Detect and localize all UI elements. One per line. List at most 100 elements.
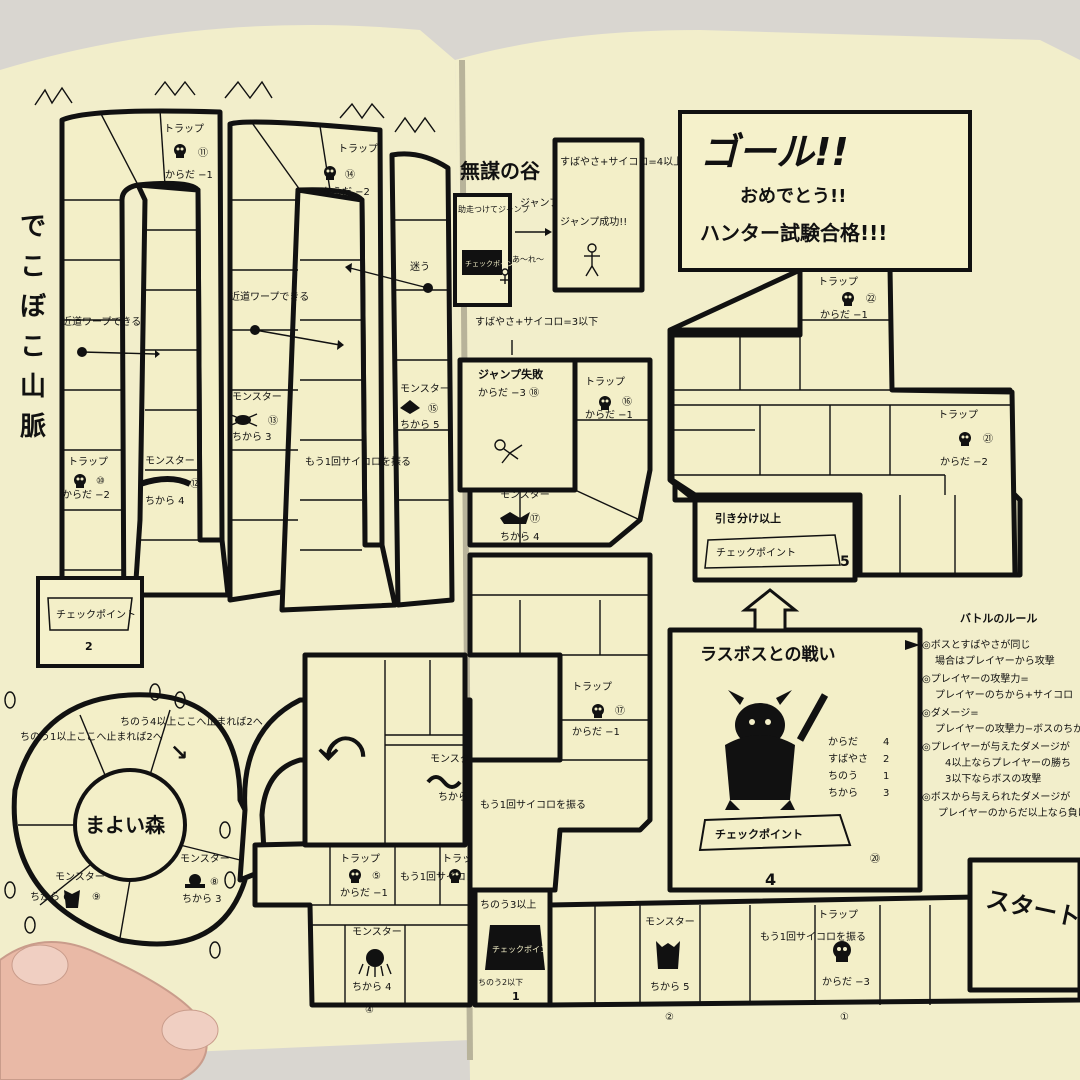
thumbnail-nail [161, 1009, 219, 1051]
mountain-title-c2: ぼ [20, 292, 47, 322]
arrow-up-icon [740, 588, 800, 632]
svg-text:トラップ: トラップ [572, 681, 612, 693]
mountain-title-c4: 山 [20, 372, 46, 402]
svg-text:モンスター: モンスター [430, 753, 480, 765]
svg-text:ちから 6: ちから 6 [30, 891, 70, 903]
svg-text:トラップ: トラップ [818, 276, 858, 288]
svg-text:からだ −1: からだ −1 [820, 309, 868, 321]
svg-text:からだ −2: からだ −2 [940, 456, 988, 468]
svg-text:モンスター: モンスター [232, 391, 282, 403]
svg-text:トラップ: トラップ [68, 456, 108, 468]
square-shortcut-a: 近道ワープできる [62, 315, 160, 358]
worm-icon [139, 476, 192, 487]
square-reroll-c: もう1回サイコロを振る [480, 798, 586, 811]
square-monster-9: モンスター ⑨ ちから 6 [30, 871, 105, 908]
valley-title: 無謀の谷 [460, 159, 541, 183]
imp-icon [400, 400, 420, 414]
square-number-2: ② [665, 1012, 674, 1023]
mountain-title-c0: で [20, 212, 46, 242]
skull-icon [174, 144, 186, 158]
svg-text:⤺: ⤺ [318, 720, 366, 771]
svg-text:4: 4 [883, 737, 889, 748]
svg-text:トラップ: トラップ [340, 853, 380, 865]
svg-text:⑬: ⑬ [268, 415, 278, 427]
svg-text:助走つけてジャンプ: 助走つけてジャンプ [458, 204, 529, 214]
skull-icon [449, 869, 461, 883]
svg-text:モンスター: モンスター [352, 926, 402, 938]
svg-text:⑧: ⑧ [210, 877, 219, 888]
svg-text:2: 2 [85, 640, 93, 653]
snail-icon [185, 874, 205, 888]
square-trap-10: トラップ ⑩ からだ −2 [62, 456, 110, 501]
battle-rule-line: ◎ボスとすばやさが同じ [922, 638, 1030, 651]
checkpoint-2: チェックポイント 2 [36, 576, 144, 668]
svg-text:チェックポイント: チェックポイント [715, 827, 803, 841]
goal-line2: ハンター試験合格!!! [700, 221, 887, 245]
svg-text:チェックポイント: チェックポイント [716, 547, 796, 559]
svg-text:チェックポイント: チェックポイント [492, 945, 556, 954]
square-monster-13: モンスター ⑬ ちから 3 [228, 391, 282, 443]
svg-text:からだ −3 ⑱: からだ −3 ⑱ [478, 387, 539, 399]
svg-text:すばやさ: すばやさ [828, 753, 868, 765]
svg-text:⑤: ⑤ [372, 871, 381, 882]
svg-text:ジャンプ失敗: ジャンプ失敗 [478, 367, 544, 381]
mountain-doodles [34, 80, 436, 134]
svg-text:モンスター: モンスター [55, 871, 105, 883]
svg-text:ちのう1以上ここへ止まれば2へ: ちのう1以上ここへ止まれば2へ [20, 731, 163, 743]
goal-panel: ゴール!! おめでとう!! ハンター試験合格!!! [678, 110, 972, 272]
svg-text:3: 3 [883, 788, 889, 799]
skull-icon [833, 941, 851, 962]
svg-text:ちから 5: ちから 5 [400, 419, 440, 431]
stick-figure-icon [584, 243, 600, 277]
svg-text:⑫: ⑫ [190, 478, 200, 490]
square-lost: 迷う [345, 261, 433, 293]
svg-text:引き分け以上: 引き分け以上 [715, 511, 781, 525]
svg-text:5: 5 [840, 554, 850, 570]
svg-text:からだ −1: からだ −1 [585, 409, 633, 421]
svg-text:⑨: ⑨ [92, 892, 101, 903]
worm-icon [426, 775, 462, 789]
battle-rule-line: 場合はプレイヤーから攻撃 [935, 654, 1055, 667]
square-trap-14: トラップ ⑭ からだ −2 [322, 143, 378, 198]
svg-text:近道ワープできる: 近道ワープできる [230, 290, 309, 303]
skull-icon [74, 474, 86, 488]
svg-text:からだ −1: からだ −1 [165, 169, 213, 181]
imp-icon [500, 512, 530, 524]
svg-text:からだ −1: からだ −1 [340, 887, 388, 899]
checkpoint-5: 引き分け以上 チェックポイント 5 [692, 497, 858, 583]
svg-text:モンスター: モンスター [180, 853, 230, 865]
mountain-track [59, 108, 455, 643]
square-reroll-d: もう1回サイコロを振る [760, 930, 866, 943]
battle-rule-line: プレイヤーのからだ以上なら負け [938, 807, 1080, 819]
square-trap-11: トラップ ⑪ からだ −1 [164, 123, 213, 181]
svg-text:あ〜れ〜: あ〜れ〜 [512, 255, 544, 264]
svg-text:㉒: ㉒ [866, 293, 876, 305]
svg-text:ちのう4以上ここへ止まれば2へ: ちのう4以上ここへ止まれば2へ [120, 716, 263, 728]
square-reroll-a: もう1回サイコロを振る [305, 455, 411, 468]
svg-text:ちから 4: ちから 4 [145, 495, 185, 507]
svg-text:⑮: ⑮ [428, 403, 438, 415]
forest-spiral: まよい森 ちのう1以上ここへ止まれば2へ ちのう4以上ここへ止まれば2へ モンス… [11, 692, 473, 947]
svg-text:近道ワープできる: 近道ワープできる [62, 315, 141, 328]
right-winding-track: トラップ ⑯ からだ −1 モンスター ⑰ ちから 4 トラップ ⑰ からだ −… [467, 357, 653, 893]
start-square: スタート [967, 857, 1080, 993]
goal-line1: おめでとう!! [740, 186, 846, 207]
valley-area: 無謀の谷 助走つけてジャンプ チェックポイント ジャンプ!! あ〜れ〜 すばやさ… [453, 137, 683, 493]
svg-text:⑭: ⑭ [345, 169, 355, 181]
svg-text:からだ −1: からだ −1 [572, 726, 620, 738]
square-monster-8: モンスター ⑧ ちから 3 [180, 853, 230, 905]
imp-icon [656, 941, 680, 969]
mountain-title-c1: こ [20, 252, 46, 282]
battle-rule-line: ◎プレイヤーの攻撃力= [922, 672, 1029, 685]
square-monster-2: モンスター ちから 5 [645, 916, 695, 993]
mountain-title-c5: 脈 [20, 412, 46, 442]
mountain-title-c3: こ [20, 332, 46, 362]
svg-text:モンスター: モンスター [400, 383, 450, 395]
skull-icon [842, 292, 854, 306]
svg-text:トラップ: トラップ [585, 376, 625, 388]
square-monster-12: モンスター ⑫ ちから 4 [139, 455, 200, 507]
svg-text:㉑: ㉑ [983, 433, 993, 445]
